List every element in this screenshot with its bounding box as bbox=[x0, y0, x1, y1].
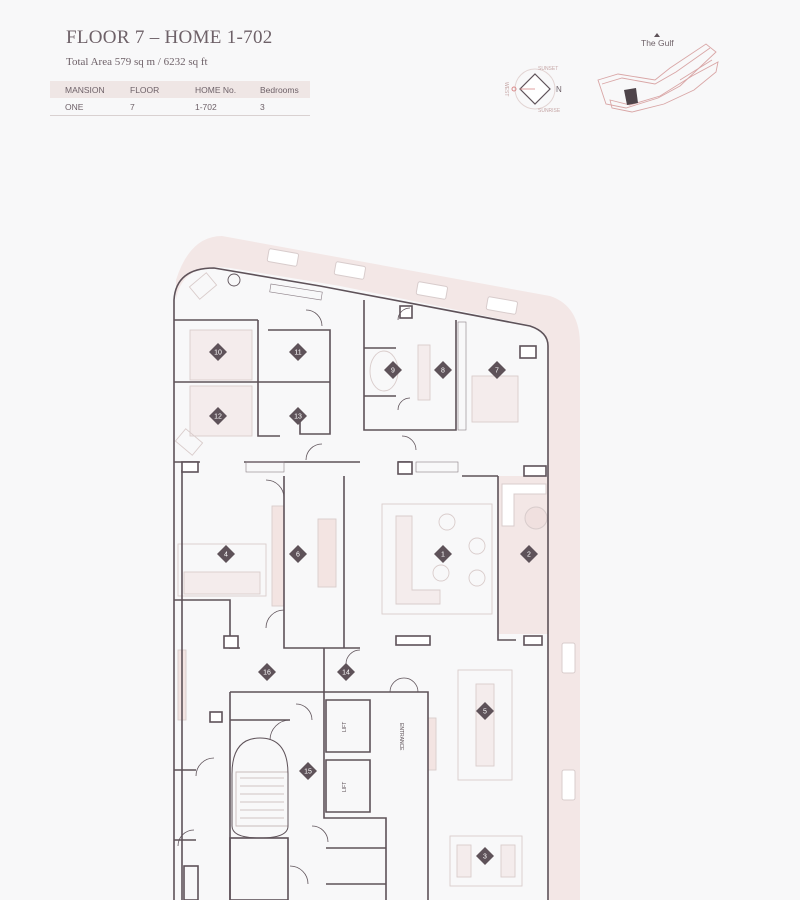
compass-west: WEST bbox=[503, 82, 509, 96]
svg-text:9: 9 bbox=[391, 368, 395, 375]
svg-text:16: 16 bbox=[263, 670, 271, 677]
area-subtitle: Total Area 579 sq m / 6232 sq ft bbox=[66, 56, 208, 68]
svg-text:1: 1 bbox=[441, 552, 445, 559]
entrance-label: ENTRANCE bbox=[398, 723, 404, 751]
room-marker-12: 12 bbox=[209, 407, 227, 425]
room-markers: 1 2 3 4 5 6 7 8 9 10 11 12 13 14 15 16 bbox=[209, 343, 538, 865]
key-plan bbox=[597, 43, 719, 113]
stair bbox=[231, 737, 289, 839]
unit-info-table: MANSION FLOOR HOME No. Bedrooms ONE 7 1-… bbox=[50, 81, 310, 116]
svg-text:8: 8 bbox=[441, 368, 445, 375]
svg-text:3: 3 bbox=[483, 854, 487, 861]
svg-text:2: 2 bbox=[527, 552, 531, 559]
room-marker-16: 16 bbox=[258, 663, 276, 681]
door-swings bbox=[177, 307, 419, 885]
compass: N SUNSET SUNRISE WEST bbox=[503, 33, 660, 114]
lift-label-1: LIFT bbox=[342, 722, 348, 732]
svg-text:6: 6 bbox=[296, 552, 300, 559]
page-title: FLOOR 7 – HOME 1-702 bbox=[66, 27, 273, 48]
col-header-bedrooms: Bedrooms bbox=[260, 84, 299, 95]
room-marker-13: 13 bbox=[289, 407, 307, 425]
room-marker-1: 1 bbox=[434, 545, 452, 563]
walls bbox=[173, 267, 549, 900]
room-marker-6: 6 bbox=[289, 545, 307, 563]
col-header-home-no: HOME No. bbox=[195, 84, 237, 95]
room-marker-7: 7 bbox=[488, 361, 506, 379]
svg-text:4: 4 bbox=[224, 552, 228, 559]
key-plan-label: The Gulf bbox=[641, 38, 674, 48]
svg-text:13: 13 bbox=[294, 414, 302, 421]
compass-north: N bbox=[556, 85, 562, 94]
room-marker-2: 2 bbox=[520, 545, 538, 563]
key-plan-unit-highlight bbox=[624, 88, 638, 105]
room-marker-9: 9 bbox=[384, 361, 402, 379]
furniture bbox=[174, 272, 523, 887]
col-header-floor: FLOOR bbox=[130, 84, 160, 95]
room-marker-11: 11 bbox=[289, 343, 307, 361]
room-marker-3: 3 bbox=[476, 847, 494, 865]
cell-home-no: 1-702 bbox=[195, 101, 217, 112]
compass-sunset: SUNSET bbox=[538, 66, 558, 72]
svg-text:14: 14 bbox=[342, 670, 350, 677]
cell-floor: 7 bbox=[130, 101, 135, 112]
svg-text:10: 10 bbox=[214, 350, 222, 357]
room-marker-4: 4 bbox=[217, 545, 235, 563]
svg-text:5: 5 bbox=[483, 709, 487, 716]
svg-text:7: 7 bbox=[495, 368, 499, 375]
lift-label-2: LIFT bbox=[342, 782, 348, 792]
room-marker-8: 8 bbox=[434, 361, 452, 379]
room-marker-14: 14 bbox=[337, 663, 355, 681]
svg-text:12: 12 bbox=[214, 414, 222, 421]
table-row: ONE 7 1-702 3 bbox=[50, 98, 310, 116]
cell-mansion: ONE bbox=[65, 101, 84, 112]
compass-sunrise: SUNRISE bbox=[538, 108, 561, 114]
svg-text:15: 15 bbox=[304, 769, 312, 776]
svg-text:11: 11 bbox=[294, 350, 301, 357]
balustrades bbox=[245, 283, 467, 473]
col-header-mansion: MANSION bbox=[65, 84, 105, 95]
table-header-row: MANSION FLOOR HOME No. Bedrooms bbox=[50, 81, 310, 98]
room-marker-5: 5 bbox=[476, 702, 494, 720]
cell-bedrooms: 3 bbox=[260, 101, 265, 112]
room-marker-10: 10 bbox=[209, 343, 227, 361]
terrace bbox=[176, 236, 580, 900]
room-marker-15: 15 bbox=[299, 762, 317, 780]
